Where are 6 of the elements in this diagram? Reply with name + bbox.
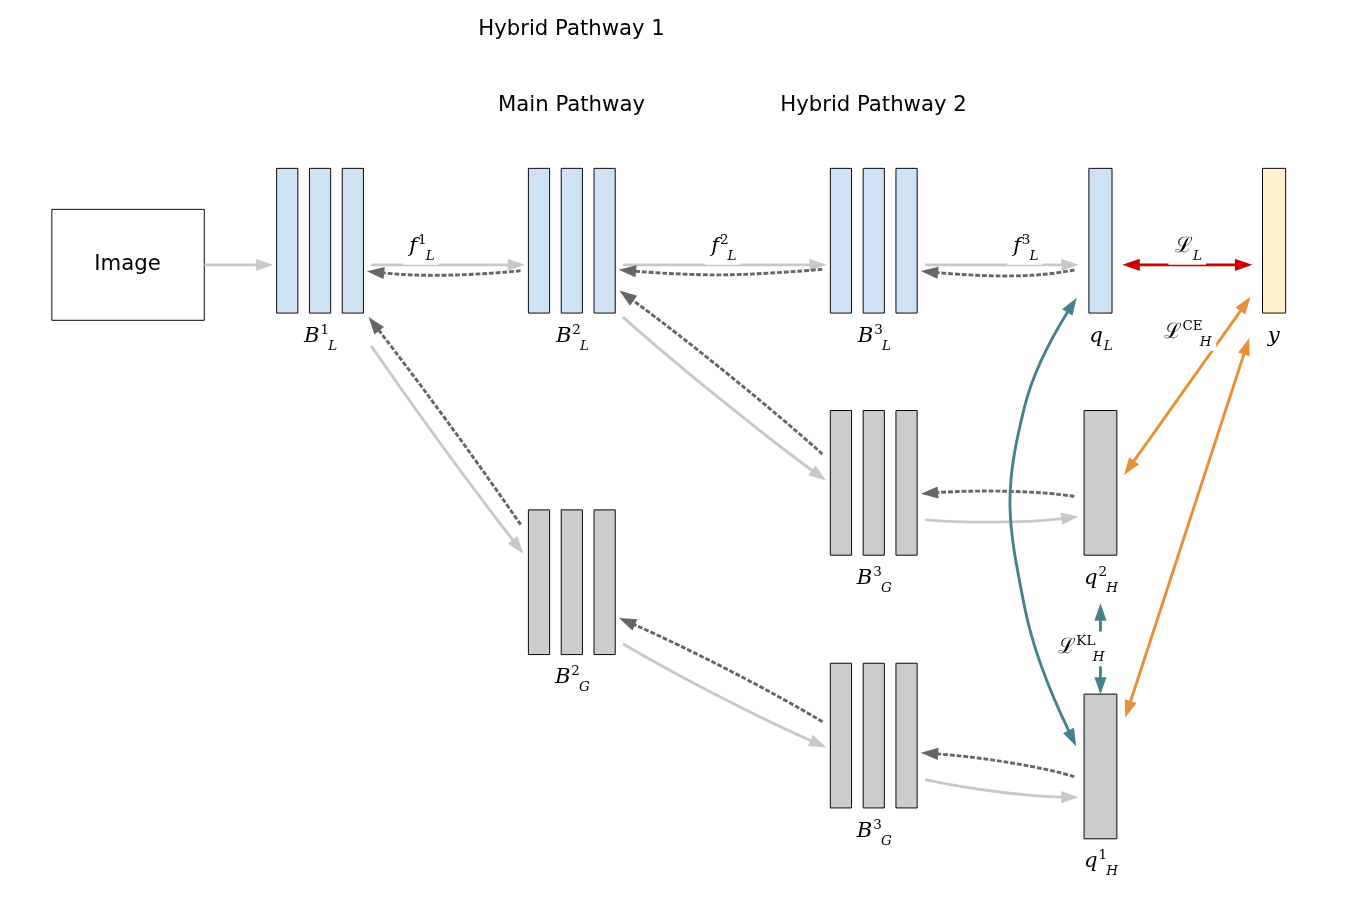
edge-label: ℒ$_{L}$ — [1174, 231, 1202, 263]
node-label: y — [1267, 321, 1280, 347]
node-label: q$_{L}$ — [1088, 321, 1113, 353]
label: Main Pathway — [497, 91, 645, 117]
label: Hybrid Pathway 2 — [779, 91, 967, 117]
label: Hybrid Pathway 1 — [477, 14, 665, 40]
